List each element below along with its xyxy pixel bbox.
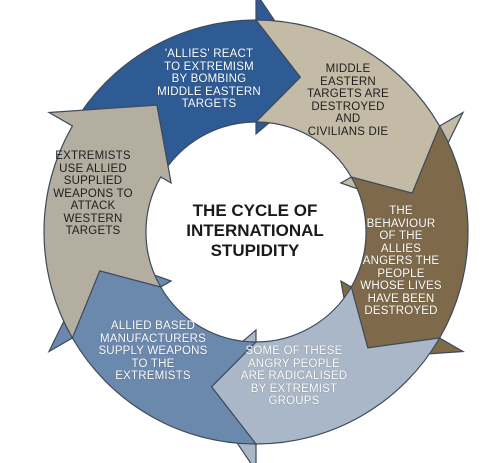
segment-label-behaviour-angers: THE BEHAVIOUR OF THE ALLIES ANGERS THE P…: [360, 205, 442, 317]
arrow-segment-radicalised-outline: [194, 285, 441, 463]
segment-label-radicalised: SOME OF THESE ANGRY PEOPLE ARE RADICALIS…: [240, 345, 348, 407]
arrow-segment-destroyed-outline: [254, 19, 465, 211]
arrow-segment-angers-outline: [340, 124, 469, 360]
segment-label-allies-react: 'ALLIES' REACT TO EXTREMISM BY BOMBING M…: [157, 48, 261, 110]
arrow-segment-supply-outline: [47, 253, 258, 445]
arrow-segment-attack: [43, 105, 172, 338]
arrow-segment-attack-outline: [43, 104, 172, 340]
arrow-segment-bombing-outline: [71, 0, 318, 179]
arrow-segment-radicalised: [195, 287, 440, 463]
diagram-title: THE CYCLE OF INTERNATIONAL STUPIDITY: [186, 201, 324, 260]
segment-label-manufacturers: ALLIED BASED MANUFACTURERS SUPPLY WEAPON…: [98, 320, 208, 382]
arrow-segment-destroyed: [256, 19, 463, 210]
segment-label-targets-destroyed: MIDDLE EASTERN TARGETS ARE DESTROYED AND…: [307, 63, 389, 138]
arrow-segment-bombing: [72, 0, 317, 177]
arrow-segment-supply: [49, 254, 256, 444]
segment-label-extremists-attack: EXTREMISTS USE ALLIED SUPPLIED WEAPONS T…: [53, 150, 133, 237]
arrow-segment-angers: [340, 126, 469, 359]
